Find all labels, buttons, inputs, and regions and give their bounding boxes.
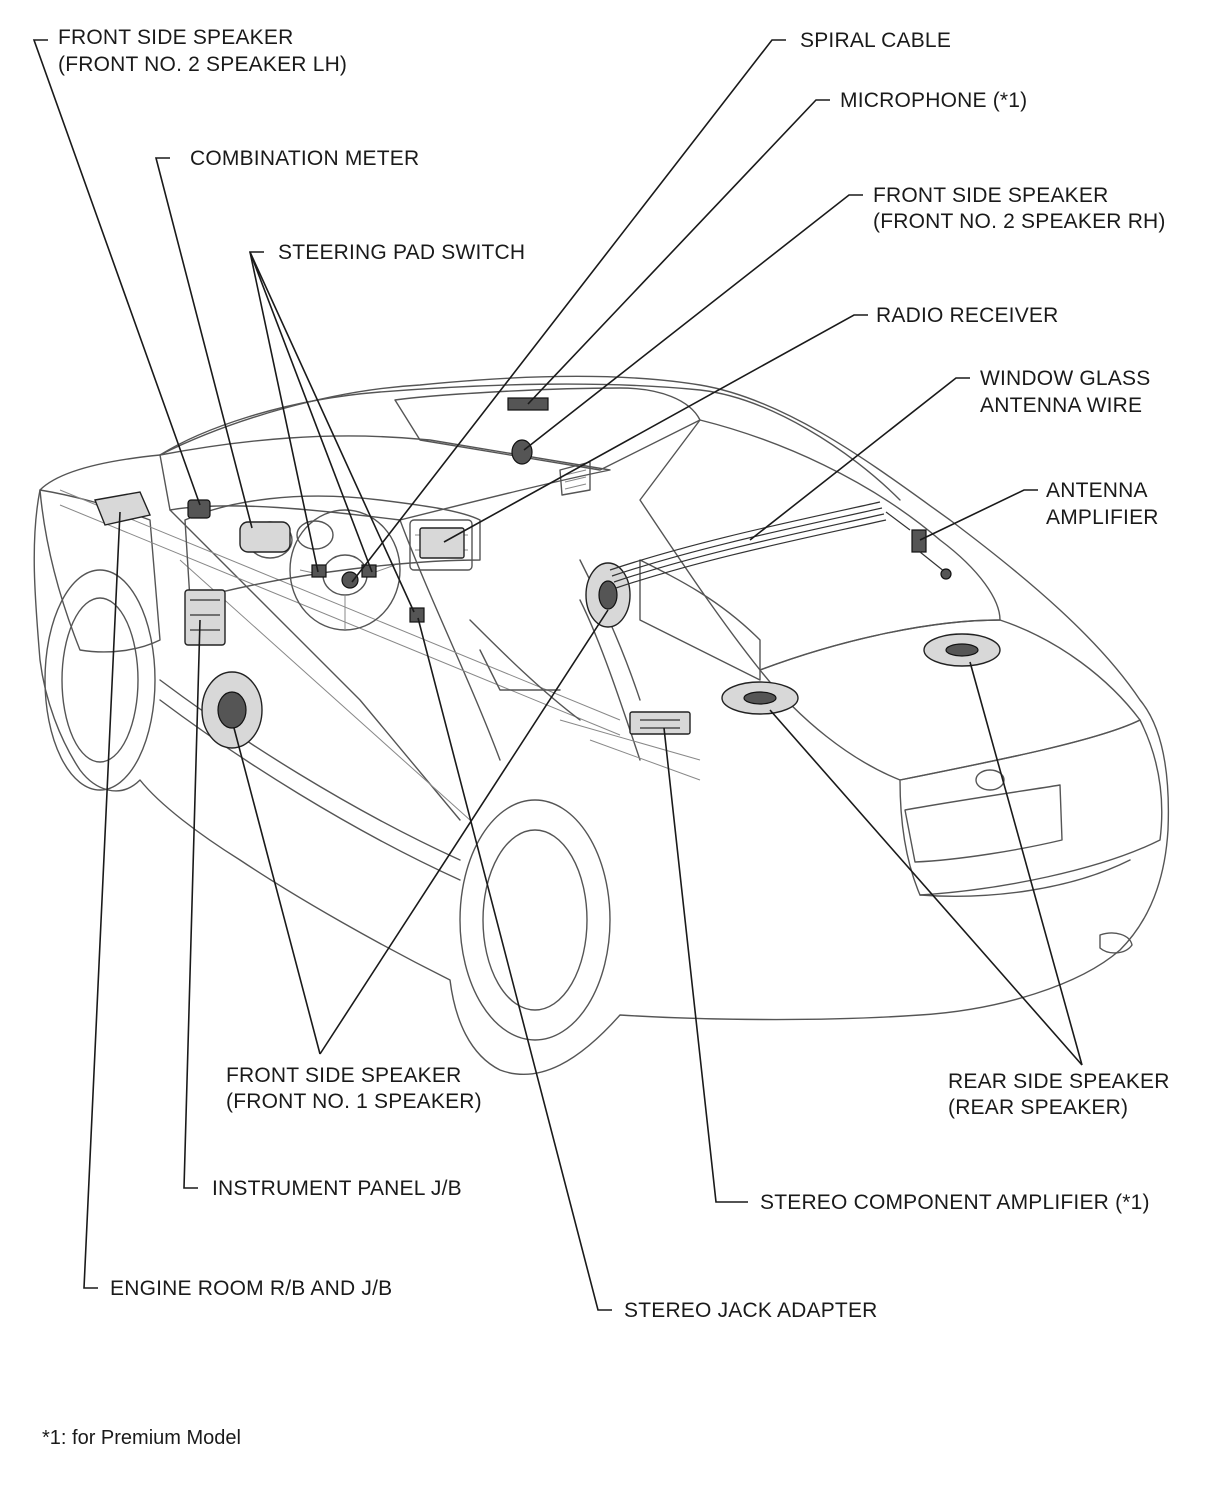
engine-room-rb-part xyxy=(94,491,151,526)
label-combination-meter: COMBINATION METER xyxy=(190,147,419,170)
label-stereo-jack-adapter: STEREO JACK ADAPTER xyxy=(624,1299,878,1322)
label-radio-receiver: RADIO RECEIVER xyxy=(876,304,1059,327)
label-microphone: MICROPHONE (*1) xyxy=(840,89,1027,112)
label-instrument-panel-jb: INSTRUMENT PANEL J/B xyxy=(212,1177,462,1200)
label-front-side-speaker-no1-line2: (FRONT NO. 1 SPEAKER) xyxy=(226,1090,482,1113)
label-window-glass-antenna-wire-line2: ANTENNA WIRE xyxy=(980,394,1142,417)
label-window-glass-antenna-wire-line1: WINDOW GLASS xyxy=(980,367,1150,390)
label-front-side-speaker-rh-line1: FRONT SIDE SPEAKER xyxy=(873,184,1108,207)
label-rear-side-speaker-line1: REAR SIDE SPEAKER xyxy=(948,1070,1170,1093)
car-illustration xyxy=(33,375,1170,1075)
label-spiral-cable: SPIRAL CABLE xyxy=(800,29,951,52)
label-front-side-speaker-lh-line2: (FRONT NO. 2 SPEAKER LH) xyxy=(58,53,347,76)
front-no2-speaker-rh-part xyxy=(511,439,533,465)
stereo-jack-adapter-part xyxy=(409,607,425,623)
label-rear-side-speaker-line2: (REAR SPEAKER) xyxy=(948,1096,1128,1119)
radio-receiver-part xyxy=(419,527,465,559)
stereo-component-amplifier-part xyxy=(629,711,691,735)
steering-pad-switch-left-part xyxy=(311,564,327,578)
leader-lines xyxy=(32,39,1083,1311)
label-front-side-speaker-no1-line1: FRONT SIDE SPEAKER xyxy=(226,1064,461,1087)
label-front-side-speaker-rh-line2: (FRONT NO. 2 SPEAKER RH) xyxy=(873,210,1166,233)
label-front-side-speaker-lh-line1: FRONT SIDE SPEAKER xyxy=(58,26,293,49)
label-antenna-amplifier-line1: ANTENNA xyxy=(1046,479,1148,502)
instrument-panel-jb-part xyxy=(184,589,226,646)
antenna-amplifier-part xyxy=(911,529,927,553)
label-engine-room-rb-jb: ENGINE ROOM R/B AND J/B xyxy=(110,1277,392,1300)
label-antenna-amplifier-line2: AMPLIFIER xyxy=(1046,506,1159,529)
window-glass-antenna-wire-part xyxy=(609,501,881,571)
callout-labels: FRONT SIDE SPEAKER (FRONT NO. 2 SPEAKER … xyxy=(42,26,1170,1449)
spiral-cable-part xyxy=(341,571,359,589)
components xyxy=(94,397,1001,749)
label-steering-pad-switch: STEERING PAD SWITCH xyxy=(278,241,525,264)
label-stereo-component-amplifier: STEREO COMPONENT AMPLIFIER (*1) xyxy=(760,1191,1150,1214)
footnote: *1: for Premium Model xyxy=(42,1427,241,1449)
combination-meter-part xyxy=(239,521,291,553)
